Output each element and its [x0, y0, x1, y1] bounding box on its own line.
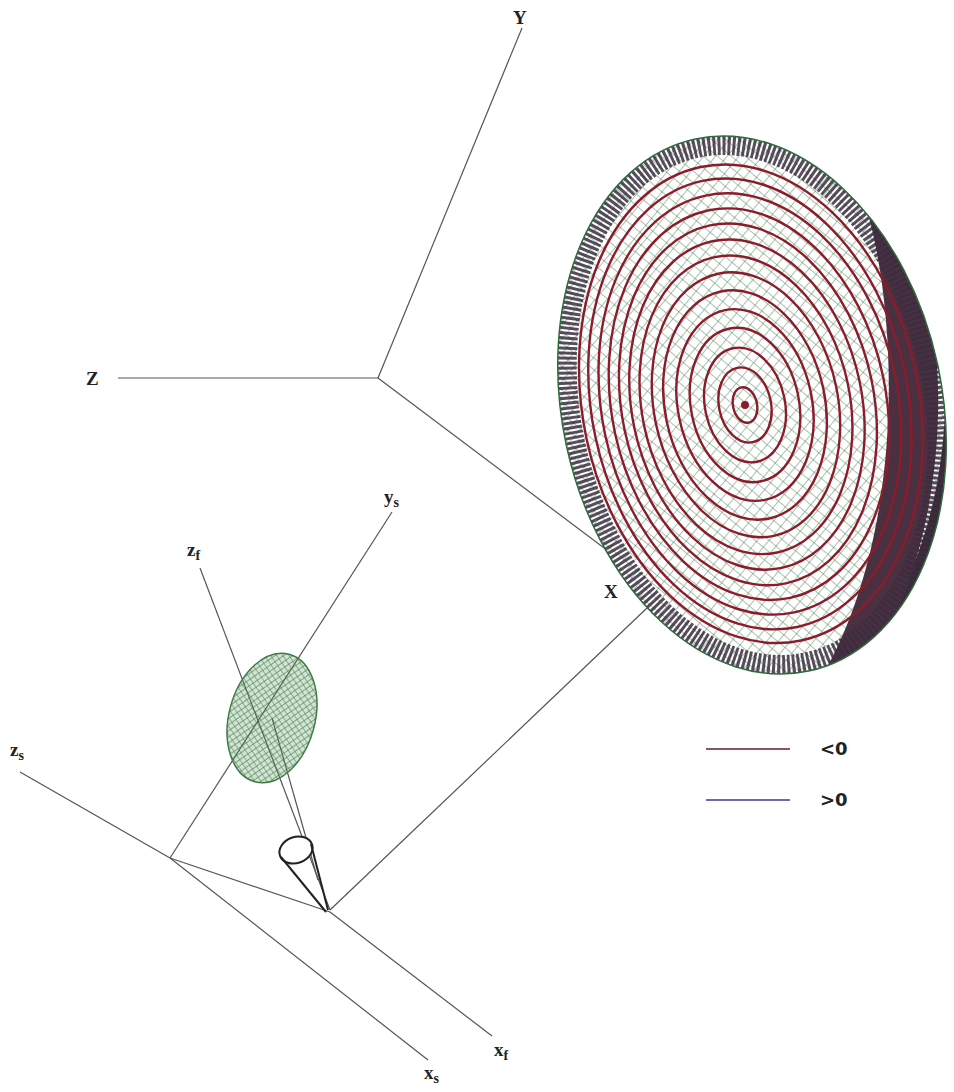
axis-label: xf: [494, 1040, 508, 1063]
axis-label: zf: [187, 540, 200, 563]
legend-text: <0: [820, 740, 848, 758]
axis-label: xs: [424, 1063, 439, 1086]
axis-label: X: [604, 582, 618, 601]
reflector-dish: [433, 79, 954, 734]
feed-horn: [276, 832, 328, 912]
feed-axes: [20, 512, 492, 1060]
axis-label: ys: [384, 487, 399, 510]
axis-label: Z: [86, 369, 99, 388]
legend-line-sample: [706, 748, 790, 750]
axis-label: zs: [10, 740, 24, 763]
subreflector: [213, 643, 330, 793]
axis-label: Y: [513, 8, 527, 27]
legend-line-sample: [706, 799, 790, 801]
legend-text: >0: [820, 791, 848, 809]
